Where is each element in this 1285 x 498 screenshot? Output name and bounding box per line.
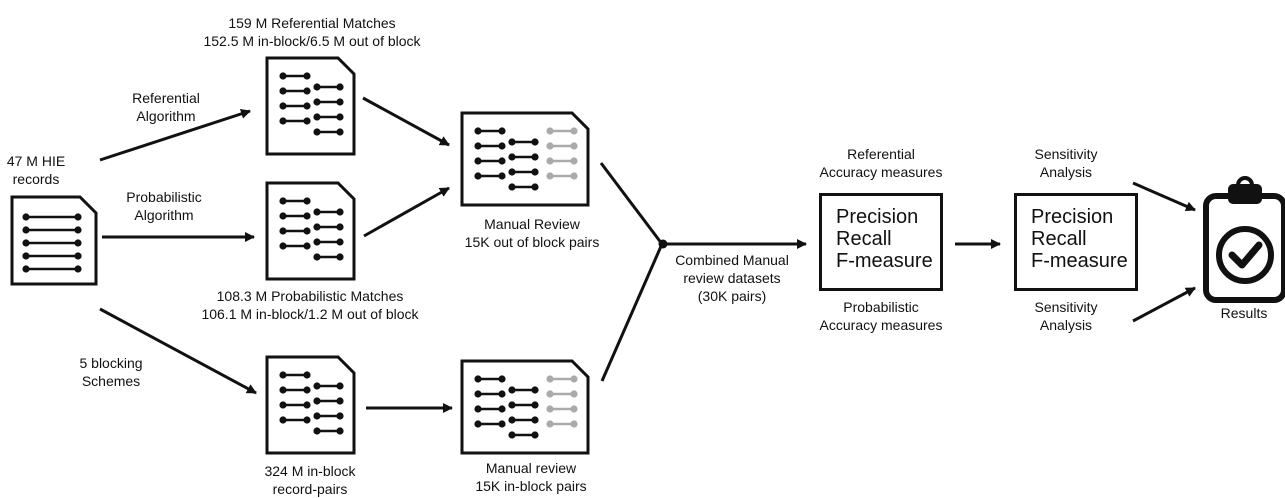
doc-icon-review-out-of-block [460,111,590,207]
doc-icon-blocking [265,355,356,455]
arrow-sensitivity-top-to-results [1132,181,1196,212]
doc-icon-review-in-block [460,359,590,455]
line-review2-to-merge [600,243,664,382]
connectors [99,96,1196,413]
arrow-referential [99,109,251,162]
doc-icon-probabilistic [265,181,356,281]
line-review1-to-merge [599,162,664,245]
arrow-prob-to-review [363,186,450,238]
doc-icon-referential [265,56,356,156]
clipboard-check-icon [1203,176,1285,303]
results-label: Results [1220,305,1268,321]
arrow-sensitivity-bottom-to-results [1132,286,1196,323]
doc-icon-source [10,195,98,286]
arrow-blocking [99,307,257,395]
merge-point [658,239,668,249]
arrow-ref-to-review [362,96,450,147]
